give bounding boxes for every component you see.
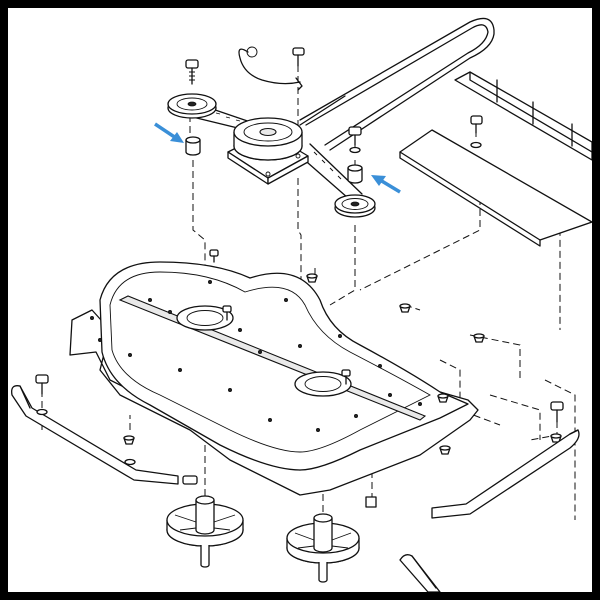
belt-guard-plate <box>399 129 592 247</box>
bolt-right-idler <box>348 126 362 154</box>
bumper-right <box>431 401 580 519</box>
exploded-parts-diagram <box>11 17 592 592</box>
deck-fasteners <box>123 273 562 508</box>
bolt-top-center <box>292 47 305 67</box>
diagram-canvas <box>8 8 592 592</box>
callout-arrow-left <box>154 122 184 143</box>
bolt-right-plate <box>470 115 483 149</box>
spacer-left <box>185 136 201 156</box>
spring <box>238 46 303 91</box>
drive-belt <box>299 17 495 151</box>
bumper-left <box>11 374 179 485</box>
center-spindle-pulley <box>227 117 309 185</box>
hanger-bracket <box>454 71 592 161</box>
spacer-right <box>347 164 363 184</box>
callout-arrow-right <box>371 175 401 194</box>
spindle-right <box>286 513 360 583</box>
idler-pulley-left <box>167 93 217 119</box>
idler-pulley-right <box>334 194 376 218</box>
bumper-bottom <box>399 554 441 592</box>
bolt-top-left <box>185 59 199 85</box>
spindle-left <box>166 495 244 568</box>
mower-deck <box>69 249 479 496</box>
